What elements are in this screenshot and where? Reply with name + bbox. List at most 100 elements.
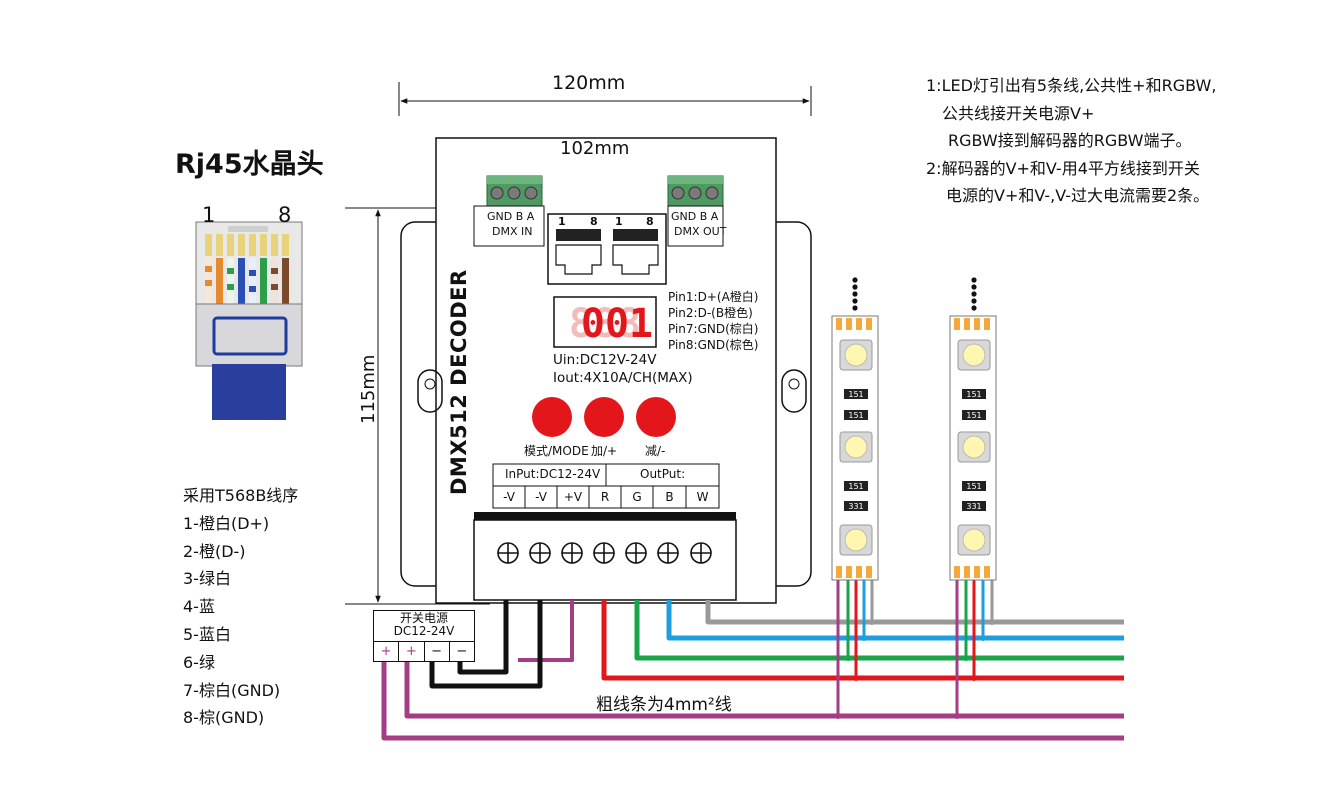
resistor-label: 151: [966, 411, 981, 420]
sequence-title: 采用T568B线序: [183, 486, 299, 505]
rj45-gold-contacts: [205, 234, 289, 256]
port2-pin-left: 1: [615, 215, 623, 228]
wire-green: [634, 600, 1124, 661]
minus-button-label: 减/-: [645, 444, 666, 458]
terminal-label: W: [696, 490, 709, 504]
sequence-item: 7-棕白(GND): [183, 680, 281, 700]
resistor-label: 331: [848, 502, 863, 511]
rj45-pin-left: 1: [202, 203, 216, 227]
dmx-in-label: DMX IN: [492, 225, 533, 238]
dmx-in-pins: GND B A: [487, 210, 535, 223]
sequence-item: 8-棕(GND): [183, 708, 265, 728]
note-line-3: RGBW接到解码器的RGBW端子。: [948, 131, 1192, 150]
rj45-pin-right: 8: [278, 203, 292, 227]
t568b-sequence: 采用T568B线序 1-橙白(D+) 2-橙(D-) 3-绿白 4-蓝 5-蓝白…: [183, 482, 298, 732]
dmx-out-pins: GND B A: [671, 210, 719, 223]
decoder-name: DMX512 DECODER: [447, 269, 471, 495]
mounting-hole-left: [417, 369, 443, 413]
terminal-label: R: [600, 490, 610, 504]
terminal-label: -V: [503, 490, 515, 504]
resistor-label: 151: [848, 411, 863, 420]
sequence-item: 3-绿白: [183, 569, 231, 589]
note-line-5: 电源的V+和V-,V-过大电流需要2条。: [946, 186, 1210, 205]
led-strip-1: 151 151 151 331: [831, 277, 879, 581]
junction-dots: [835, 619, 995, 719]
note-line-2: 公共线接开关电源V+: [942, 103, 1095, 123]
resistor-label: 151: [966, 390, 981, 399]
terminal-label: B: [665, 490, 674, 504]
resistor-label: 151: [848, 390, 863, 399]
resistor-label: 151: [966, 482, 981, 491]
ps-terminal-minus[interactable]: −: [425, 642, 450, 662]
ps-terminal-minus[interactable]: −: [456, 644, 468, 659]
resistor-label: 331: [966, 502, 981, 511]
screw-terminal-block: [473, 512, 737, 601]
mode-button-label: 模式/MODE: [524, 444, 589, 458]
port1-pin-left: 1: [558, 215, 566, 228]
wire-blue: [666, 600, 1124, 641]
pin-line: Pin7:GND(棕白): [668, 322, 759, 336]
dimension-120: 120mm: [552, 72, 626, 94]
wire-minus-v-2: [457, 600, 509, 675]
dimension-102: 102mm: [560, 138, 630, 159]
sequence-item: 6-绿: [183, 652, 215, 672]
wire-common-plus-1: [404, 656, 1124, 719]
port1-pin-right: 8: [590, 215, 598, 228]
wiring-notes: 1:LED灯引出有5条线,公共性+和RGBW, 公共线接开关电源V+ RGBW接…: [926, 72, 1216, 210]
wire-plus-v: [518, 600, 574, 662]
rj45-connector: [195, 221, 303, 420]
dmx-in-terminal: [473, 175, 545, 247]
seven-segment-display: 888 001: [553, 296, 657, 348]
sequence-item: 4-蓝: [183, 597, 215, 617]
port2-pin-right: 8: [646, 215, 654, 228]
wire-minus-v-1: [429, 600, 543, 689]
pin-line: Pin1:D+(A橙白): [668, 290, 759, 304]
rj45-ports: [547, 213, 667, 285]
strip-drop-wires: [836, 580, 994, 716]
input-voltage: Uin:DC12V-24V: [553, 352, 657, 368]
pin-assignments: Pin1:D+(A橙白) Pin2:D-(B橙色) Pin7:GND(棕白) P…: [668, 289, 758, 353]
terminal-label: -V: [535, 490, 547, 504]
wire-red: [601, 600, 1124, 681]
note-line-1: 1:LED灯引出有5条线,公共性+和RGBW,: [926, 76, 1217, 95]
terminal-label: +V: [563, 490, 583, 504]
resistor-label: 151: [848, 482, 863, 491]
rj45-wire-ends: [205, 258, 289, 304]
terminal-label: G: [632, 490, 642, 504]
power-supply-voltage: DC12-24V: [393, 624, 455, 638]
wire-common-plus-2: [381, 656, 1124, 741]
power-supply-terminals: + + − −: [374, 641, 474, 662]
display-value: 001: [581, 301, 653, 347]
display-ghost-digits: 888: [569, 301, 641, 347]
note-line-4: 2:解码器的V+和V-用4平方线接到开关: [926, 158, 1200, 178]
minus-button[interactable]: [636, 397, 676, 437]
mounting-hole-right: [781, 369, 807, 413]
sequence-item: 2-橙(D-): [183, 541, 246, 561]
dmx-out-terminal: [667, 175, 724, 247]
input-header: InPut:DC12-24V: [505, 467, 601, 481]
output-header: OutPut:: [640, 467, 686, 481]
power-supply-title: 开关电源: [399, 611, 448, 625]
electrical-specs: Uin:DC12V-24V Iout:4X10A/CH(MAX): [553, 351, 693, 387]
rj45-title: Rj45水晶头: [175, 149, 324, 180]
wires: [381, 600, 1124, 741]
dmx-out-label: DMX OUT: [674, 225, 727, 238]
ps-terminal-plus[interactable]: +: [399, 642, 425, 662]
thick-wire-label: 粗线条为4mm²线: [596, 695, 732, 715]
plus-button[interactable]: [584, 397, 624, 437]
control-buttons: [532, 397, 676, 437]
dimension-115: 115mm: [358, 354, 379, 424]
led-strip-2: 151 151 151 331: [949, 277, 997, 581]
pin-line: Pin8:GND(棕色): [668, 338, 759, 352]
sequence-item: 1-橙白(D+): [183, 513, 270, 533]
pin-line: Pin2:D-(B橙色): [668, 306, 753, 320]
ps-terminal-plus[interactable]: +: [374, 642, 400, 662]
sequence-item: 5-蓝白: [183, 624, 231, 644]
wire-white: [705, 600, 1124, 625]
mode-button[interactable]: [532, 397, 572, 437]
power-supply: 开关电源 DC12-24V + + − −: [373, 610, 475, 662]
output-current: Iout:4X10A/CH(MAX): [553, 370, 693, 386]
io-table: [492, 463, 720, 509]
